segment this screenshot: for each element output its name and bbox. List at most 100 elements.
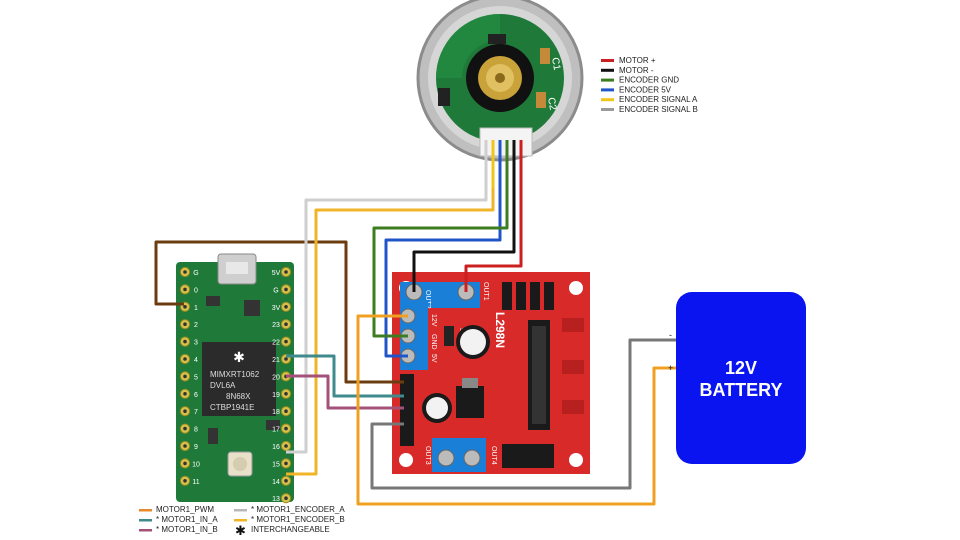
- teensy-pin: 14: [272, 475, 292, 486]
- legend-swatch: [234, 509, 247, 512]
- pin-hole: [284, 444, 288, 448]
- legend-label: INTERCHANGEABLE: [251, 525, 330, 534]
- battery-plus-label: +: [668, 363, 673, 373]
- legend-swatch: [601, 68, 614, 72]
- pin-label: 8: [194, 427, 198, 434]
- pin-label: 1: [194, 305, 198, 312]
- pin-label: 13: [272, 496, 280, 503]
- chip-line-4: CTBP1941E: [210, 403, 254, 412]
- teensy-pin: 3V: [272, 301, 292, 312]
- teensy-pin: 5: [179, 371, 198, 382]
- pin-hole: [183, 339, 187, 344]
- legend-label: * MOTOR1_IN_A: [156, 515, 218, 524]
- motor-legend-item: ENCODER 5V: [601, 85, 672, 94]
- legend-label: ENCODER GND: [619, 76, 679, 85]
- pin-hole: [183, 322, 187, 327]
- pin-label: 3V: [272, 305, 281, 312]
- pin-hole: [284, 496, 288, 501]
- motor-wires: [484, 140, 523, 192]
- teensy-pin: G: [179, 266, 199, 278]
- cap1-label: C1: [549, 57, 562, 72]
- battery: 12V BATTERY - +: [668, 292, 806, 464]
- teensy-pin: 0: [179, 284, 198, 295]
- pin-label: 10: [192, 461, 200, 468]
- chip-line-1: MIMXRT1062: [210, 370, 260, 379]
- pin-label: 3: [194, 340, 198, 347]
- svg-text:✱: ✱: [233, 349, 245, 365]
- cap2-label: C2: [545, 97, 558, 112]
- teensy-pin: 18: [272, 406, 292, 417]
- battery-minus-label: -: [669, 330, 672, 340]
- pin-label: 0: [194, 287, 198, 294]
- teensy-left-pins: G 0 1 2 3 4 5 6 7 8 9 10 11: [179, 266, 200, 486]
- pin-hole: [284, 305, 288, 309]
- legend-swatch: [601, 78, 614, 82]
- pin-hole: [183, 479, 187, 483]
- battery-voltage: 12V: [725, 358, 757, 378]
- driver-chip-label: L298N: [493, 312, 507, 348]
- signal-legend-item: * MOTOR1_ENCODER_A: [234, 505, 345, 514]
- pin-label: 14: [272, 479, 280, 486]
- out1-label: OUT1: [482, 282, 489, 301]
- signal-legend-item: * MOTOR1_IN_B: [139, 525, 218, 534]
- out3-label: OUT3: [424, 446, 431, 465]
- legend-label: * MOTOR1_IN_B: [156, 525, 218, 534]
- signal-legend: MOTOR1_PWM* MOTOR1_IN_A* MOTOR1_IN_B* MO…: [139, 505, 345, 538]
- teensy-pin: 8: [179, 423, 198, 434]
- pin-hole: [284, 392, 288, 396]
- teensy-pin: 11: [179, 475, 200, 486]
- pin-hole: [183, 374, 187, 379]
- pin-label: 22: [272, 340, 280, 347]
- legend-label: ENCODER SIGNAL B: [619, 105, 698, 114]
- motor-legend-item: MOTOR -: [601, 66, 654, 75]
- pin-label: 19: [272, 392, 280, 399]
- teensy-pin: 19: [272, 388, 292, 399]
- battery-label: BATTERY: [700, 380, 783, 400]
- pin-label: 2: [194, 322, 198, 329]
- teensy-pin: 13: [272, 493, 292, 504]
- motor-encoder: C1 C2: [416, 0, 584, 162]
- teensy-pin: 10: [179, 458, 200, 469]
- legend-label: * MOTOR1_ENCODER_A: [251, 505, 345, 514]
- teensy-pin: 17: [272, 423, 292, 434]
- pin-hole: [183, 287, 187, 292]
- teensy-pin: 9: [179, 440, 198, 452]
- pin-hole: [284, 270, 288, 274]
- pin-hole: [183, 444, 187, 448]
- teensy-pin: 7: [179, 406, 198, 417]
- motor-legend-item: MOTOR +: [601, 56, 656, 65]
- legend-swatch: [601, 59, 614, 62]
- pin-label: 4: [194, 357, 198, 364]
- pin-hole: [284, 322, 288, 327]
- pin-label: 9: [194, 444, 198, 451]
- teensy-pin: 22: [272, 336, 292, 347]
- pin-hole: [284, 461, 288, 466]
- teensy-pin: 4: [179, 353, 198, 365]
- out2-label: OUT2: [424, 290, 431, 309]
- out4-label: OUT4: [490, 446, 497, 465]
- pin-hole: [284, 479, 288, 483]
- pin-label: 5V: [272, 270, 281, 277]
- pin-label: 5: [194, 374, 198, 381]
- chip-line-3: 8N68X: [226, 392, 251, 401]
- pin-hole: [284, 357, 288, 361]
- teensy-pin: 23: [272, 319, 292, 330]
- pin-hole: [183, 270, 187, 274]
- motor-legend-item: ENCODER SIGNAL B: [601, 105, 698, 114]
- teensy-pin: 1: [179, 301, 198, 312]
- signal-legend-item: * MOTOR1_ENCODER_B: [234, 515, 345, 524]
- signal-legend-item: * MOTOR1_IN_A: [139, 515, 218, 524]
- pin-label: 23: [272, 322, 280, 329]
- pin-label: 7: [194, 409, 198, 416]
- legend-label: MOTOR -: [619, 66, 654, 75]
- pin-hole: [284, 287, 288, 292]
- teensy-board: ✱ MIMXRT1062 DVL6A 8N68X CTBP1941E: [176, 253, 294, 502]
- wiring: [154, 188, 676, 506]
- pin-hole: [183, 409, 187, 414]
- pin-label: 6: [194, 392, 198, 399]
- legend-swatch: [601, 108, 614, 111]
- pin-label: 21: [272, 357, 280, 364]
- legend-swatch: [601, 98, 614, 102]
